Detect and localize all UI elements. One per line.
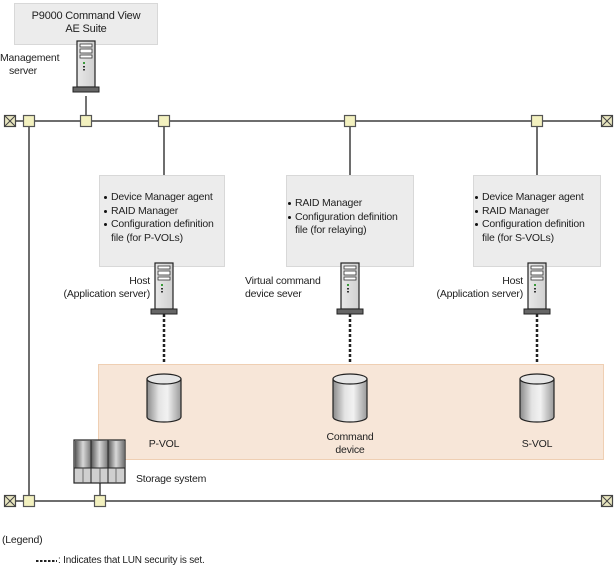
software-item: Device Manager agent [103,191,214,205]
lan-node-icon [22,494,36,508]
lan-top-left-terminator-icon [3,114,17,128]
storage-system-label: Storage system [136,473,207,485]
legend-description: : Indicates that LUN security is set. [58,555,205,566]
virtual-command-device-server-label: Virtual command device sever [245,275,345,301]
lan-bottom-right-terminator-icon [600,494,614,508]
management-software-line1: P9000 Command View [31,10,141,22]
host-primary-software-box: Device Manager agent RAID Manager Config… [99,175,225,267]
lan-node-icon [157,114,171,128]
legend-title: (Legend) [2,534,43,546]
software-item: Configuration definition [103,218,214,232]
software-item-continued: file (for P-VOLs) [111,231,183,244]
software-item: Configuration definition [287,211,398,225]
host-primary-label-line2: (Application server) [63,288,151,300]
host-primary-label: Host (Application server) [40,275,151,301]
lan-node-icon [79,114,93,128]
software-item-continued: file (for relaying) [295,224,367,236]
host-secondary-label-line1: Host [502,275,523,287]
software-item: RAID Manager [474,205,585,219]
lan-node-icon [22,114,36,128]
p-vol-label: P-VOL [148,438,180,450]
software-item: RAID Manager [103,205,214,219]
host-secondary-label-line2: (Application server) [436,288,524,300]
s-vol-label: S-VOL [521,438,553,450]
lan-node-icon [530,114,544,128]
virtual-server-label-line1: Virtual command [245,275,321,287]
software-item: Device Manager agent [474,191,585,205]
lan-bottom-left-terminator-icon [3,494,17,508]
software-item-continued: file (for S-VOLs) [482,231,554,244]
lan-node-icon [343,114,357,128]
host-secondary-software-box: Device Manager agent RAID Manager Config… [473,175,601,267]
management-software-box: P9000 Command View AE Suite [14,3,158,45]
command-device-label-line1: Command [326,431,374,443]
lan-top-right-terminator-icon [600,114,614,128]
software-item: RAID Manager [287,197,398,211]
host-primary-label-line1: Host [129,275,150,287]
host-relay-software-box: RAID Manager Configuration definition fi… [286,175,414,267]
management-software-line2: AE Suite [65,23,107,35]
management-server-label: Management server [0,52,60,78]
management-server-label-line2: server [9,65,37,77]
management-server-label-line1: Management [0,52,60,64]
command-device-label: Command device [310,431,390,457]
software-item: Configuration definition [474,218,585,232]
host-secondary-label: Host (Application server) [412,275,524,301]
command-device-label-line2: device [335,444,365,456]
lan-node-icon [93,494,107,508]
virtual-server-label-line2: device sever [245,288,302,300]
